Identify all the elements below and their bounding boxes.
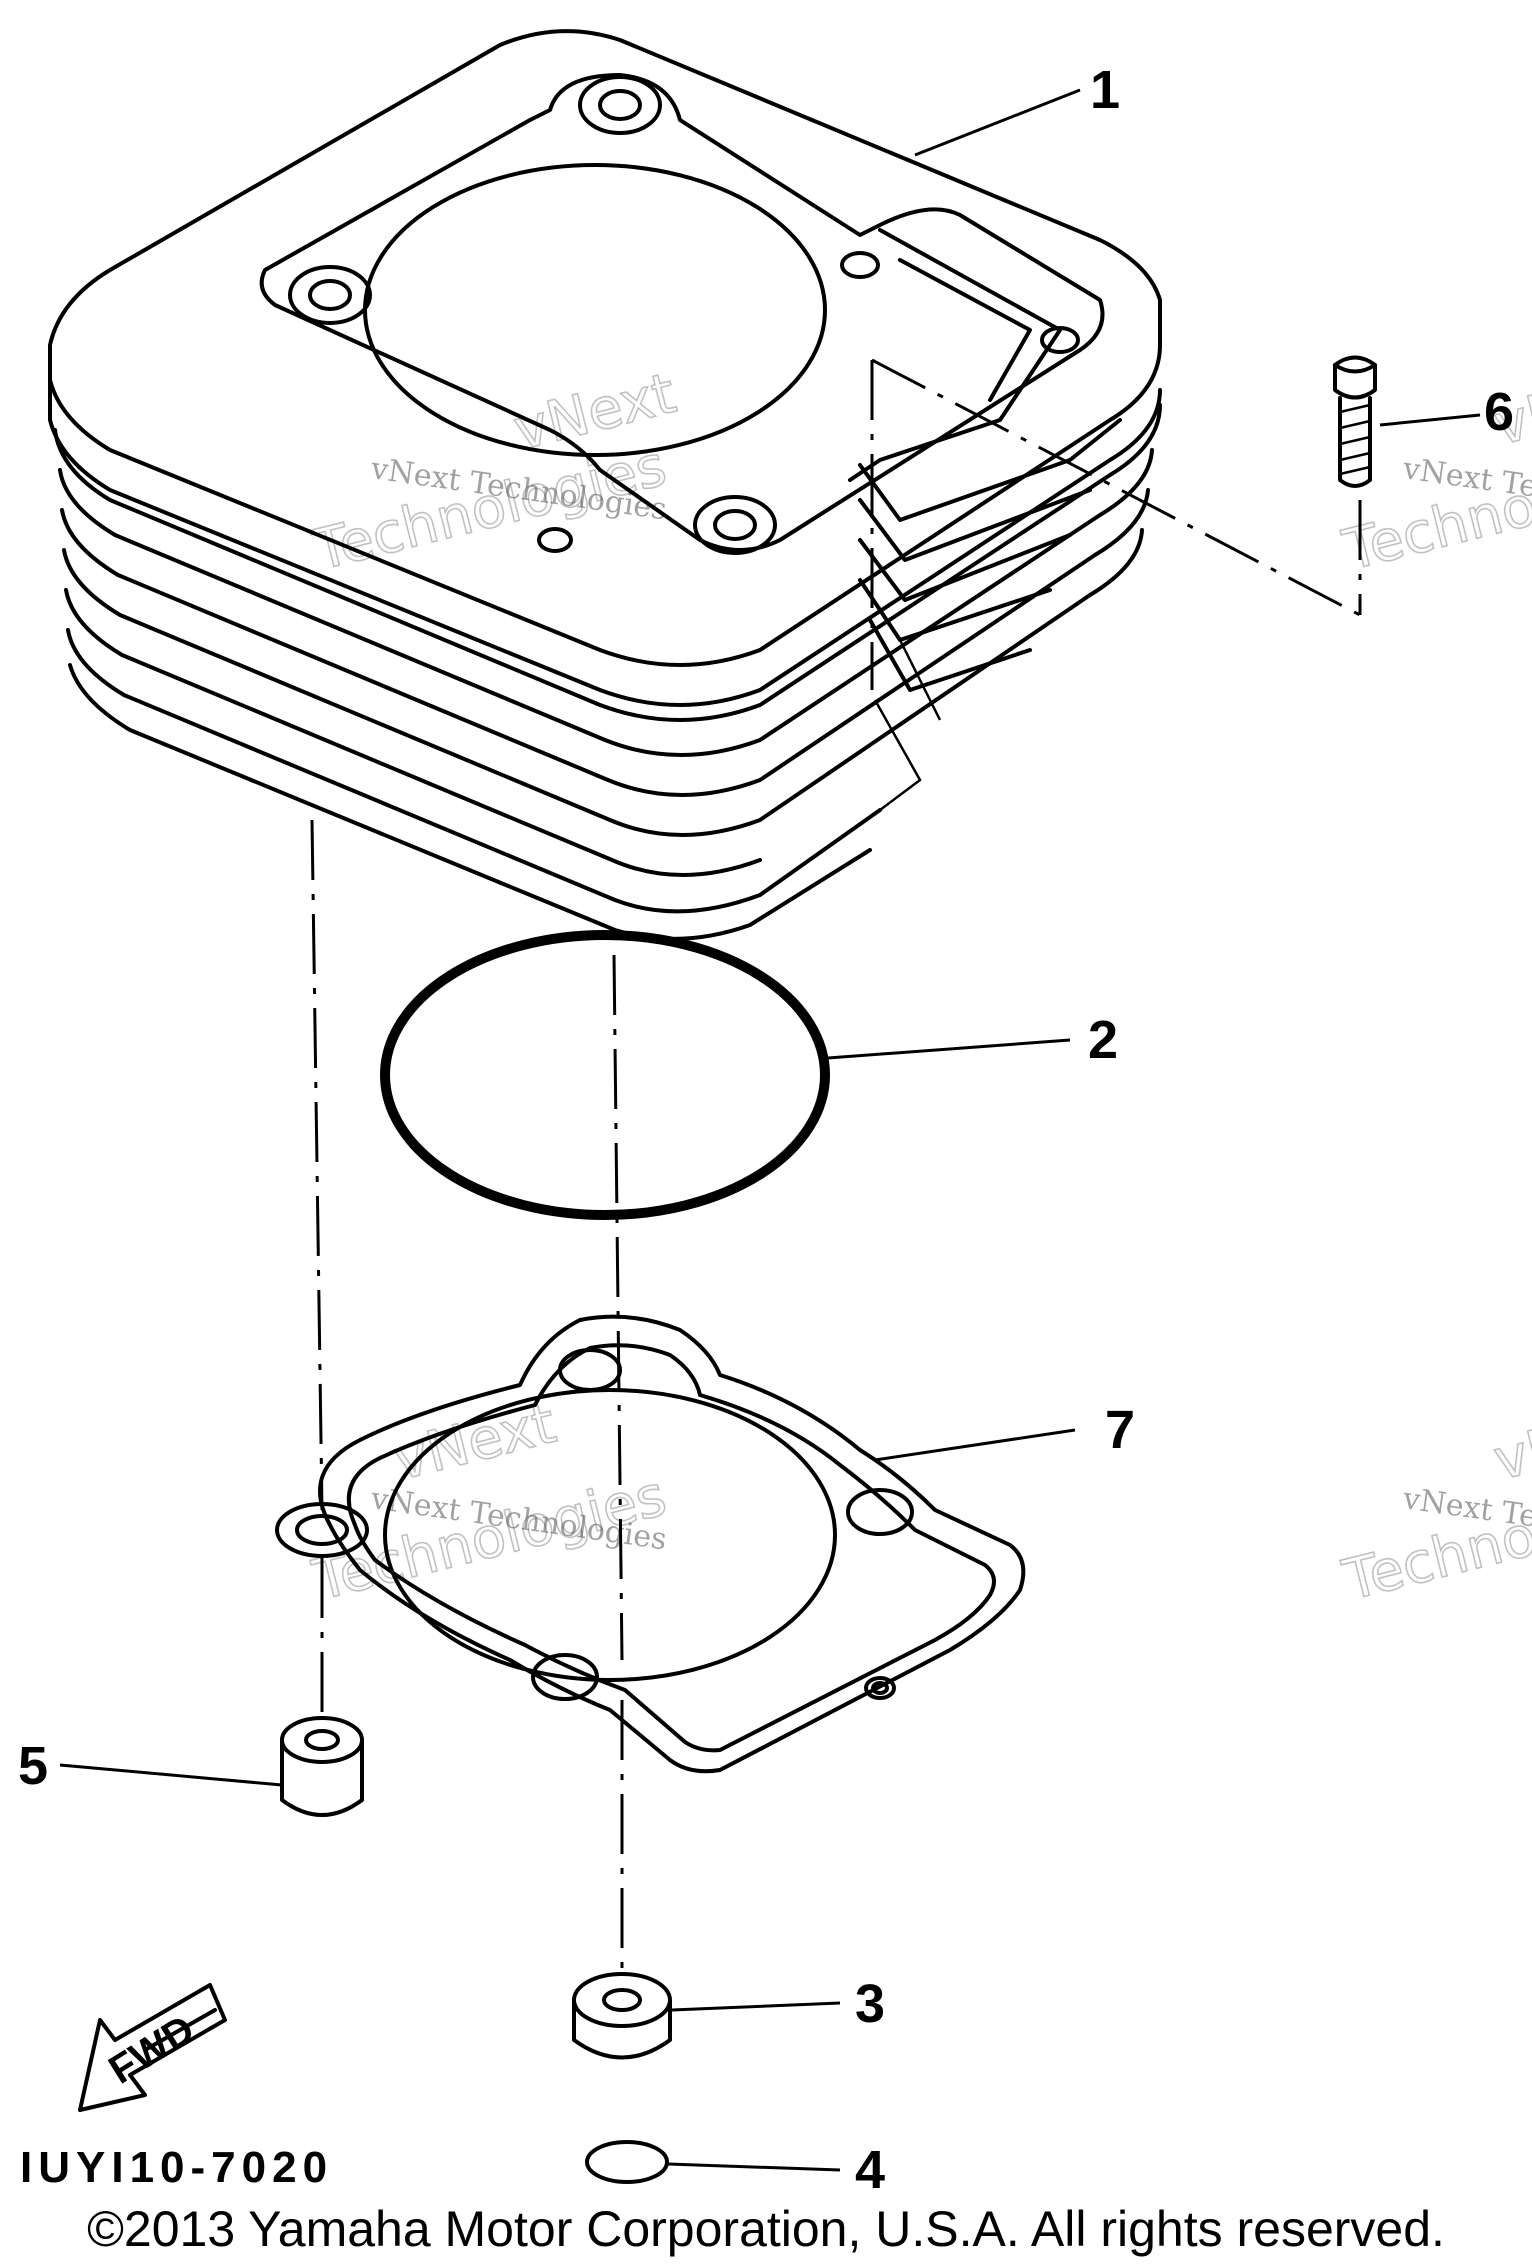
callout-2: 2 xyxy=(1088,1010,1118,1070)
diagram-code: IUYI10-7020 xyxy=(20,2143,333,2192)
callout-7: 7 xyxy=(1105,1400,1135,1460)
callout-3: 3 xyxy=(855,1974,885,2034)
callout-1: 1 xyxy=(1090,60,1120,120)
watermark-lower-right: vNext Technologies vNext Technologies xyxy=(1336,1390,1532,1614)
cylinder-part xyxy=(48,29,1162,941)
assembly-lines xyxy=(310,358,1362,1975)
callout-labels: 1 2 3 4 5 6 7 xyxy=(18,60,1514,2200)
leader-lines xyxy=(59,88,1481,2172)
fwd-arrow-icon: FWD xyxy=(78,1983,227,2112)
callout-4: 4 xyxy=(855,2140,885,2200)
watermark-lower-left: vNext Technologies vNext Technologies xyxy=(306,1390,673,1614)
cylinder-gasket-part xyxy=(318,1314,1026,1774)
callout-5: 5 xyxy=(18,1736,48,1796)
o-ring-part-4 xyxy=(585,2140,669,2184)
copyright-notice: ©2013 Yamaha Motor Corporation, U.S.A. A… xyxy=(87,2201,1445,2257)
dowel-pin-part-5 xyxy=(280,1716,364,1817)
watermark-large-line1: vNext xyxy=(1488,1391,1532,1494)
watermark-upper-left: vNext Technologies vNext Technologies xyxy=(306,360,683,584)
dowel-pin-part-3 xyxy=(572,1972,672,2060)
o-ring-part xyxy=(380,930,830,1220)
bolt-part xyxy=(1333,355,1377,488)
callout-6: 6 xyxy=(1484,382,1514,442)
